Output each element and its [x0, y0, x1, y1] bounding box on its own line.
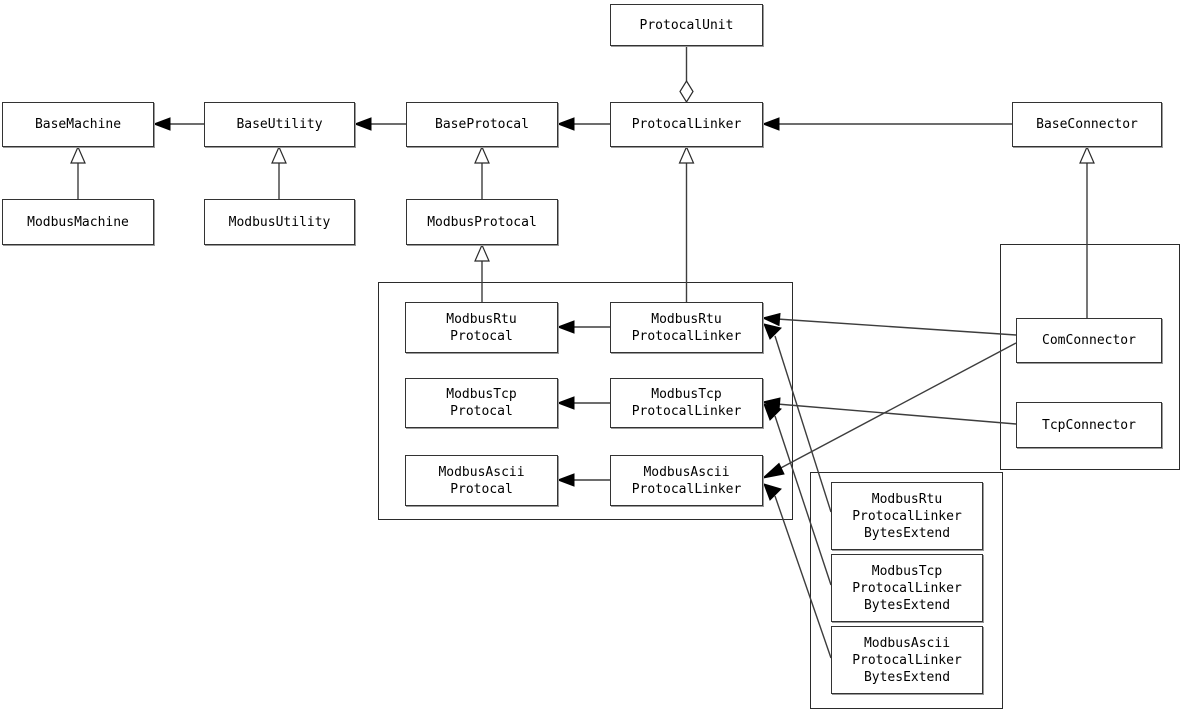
class-box-modbus-utility[interactable]: ModbusUtility: [204, 199, 355, 245]
class-box-protocal-unit[interactable]: ProtocalUnit: [610, 4, 763, 46]
inheritance-triangle-icon: [678, 145, 695, 164]
inheritance-triangle-icon: [474, 145, 490, 164]
arrow-head-icon: [353, 117, 372, 131]
class-box-protocal-linker[interactable]: ProtocalLinker: [610, 102, 763, 147]
class-box-modbus-machine[interactable]: ModbusMachine: [2, 199, 154, 245]
class-box-base-connector[interactable]: BaseConnector: [1012, 102, 1162, 147]
aggregation-diamond-icon: [679, 79, 694, 104]
class-box-modbus-tcp-bytes-extend[interactable]: ModbusTcp ProtocalLinker BytesExtend: [831, 554, 983, 622]
class-box-modbus-tcp-protocal-linker[interactable]: ModbusTcp ProtocalLinker: [610, 378, 763, 428]
class-box-com-connector[interactable]: ComConnector: [1016, 318, 1162, 363]
class-box-modbus-ascii-protocal-linker[interactable]: ModbusAscii ProtocalLinker: [610, 455, 763, 506]
class-box-modbus-rtu-protocal-linker[interactable]: ModbusRtu ProtocalLinker: [610, 302, 763, 353]
class-box-base-machine[interactable]: BaseMachine: [2, 102, 154, 147]
arrow-head-icon: [761, 117, 780, 131]
class-box-tcp-connector[interactable]: TcpConnector: [1016, 402, 1162, 448]
arrow-head-icon: [556, 117, 575, 131]
class-box-modbus-tcp-protocal[interactable]: ModbusTcp Protocal: [405, 378, 558, 428]
class-box-modbus-ascii-protocal[interactable]: ModbusAscii Protocal: [405, 455, 558, 506]
class-box-base-utility[interactable]: BaseUtility: [204, 102, 355, 147]
edge-tcp-connector-to-tcp-linker: [776, 403, 1017, 425]
inheritance-triangle-icon: [474, 243, 490, 262]
class-box-modbus-rtu-protocal[interactable]: ModbusRtu Protocal: [405, 302, 558, 353]
class-box-modbus-ascii-bytes-extend[interactable]: ModbusAscii ProtocalLinker BytesExtend: [831, 626, 983, 694]
class-box-modbus-protocal[interactable]: ModbusProtocal: [406, 199, 558, 245]
arrow-head-icon: [152, 117, 171, 131]
edge-com-connector-to-rtu-linker: [776, 318, 1017, 336]
inheritance-triangle-icon: [1079, 145, 1095, 164]
edge-com-connector-to-ascii-linker: [776, 342, 1017, 471]
class-box-base-protocal[interactable]: BaseProtocal: [406, 102, 558, 147]
inheritance-triangle-icon: [271, 145, 287, 164]
inheritance-triangle-icon: [70, 145, 86, 164]
class-box-modbus-rtu-bytes-extend[interactable]: ModbusRtu ProtocalLinker BytesExtend: [831, 482, 983, 550]
